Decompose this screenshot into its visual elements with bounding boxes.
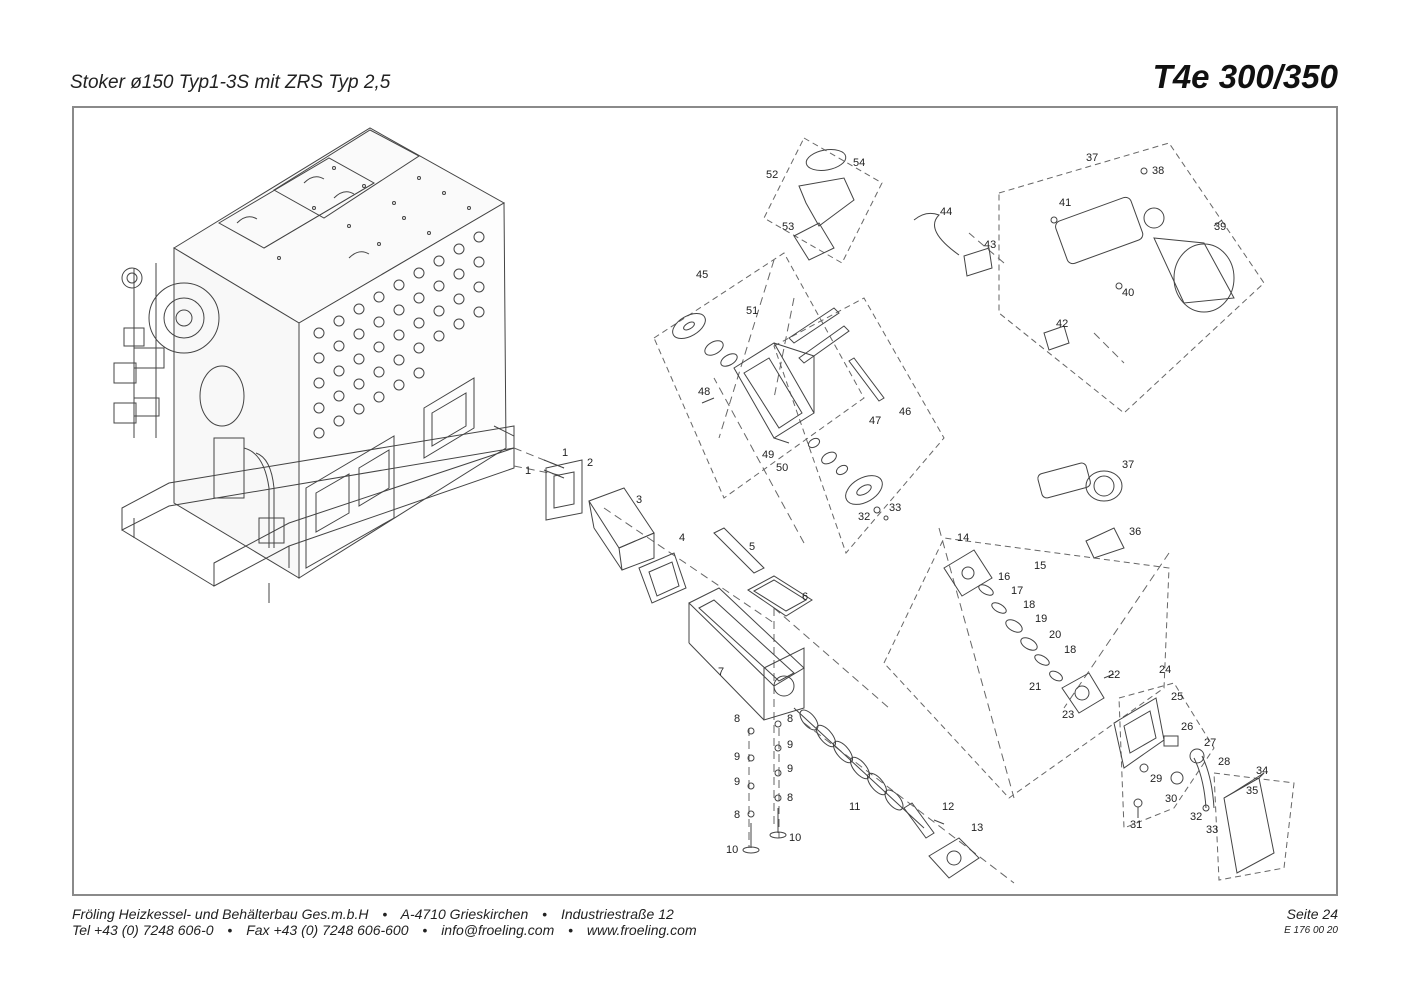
part-label: 33 bbox=[889, 502, 901, 514]
footer-web: www.froeling.com bbox=[586, 922, 697, 938]
model-title: T4e 300/350 bbox=[1152, 58, 1338, 95]
part-label: 3 bbox=[636, 494, 642, 506]
footer-email: info@froeling.com bbox=[441, 922, 555, 938]
part-label: 52 bbox=[766, 169, 778, 181]
part-label: 51 bbox=[746, 305, 758, 317]
part-label: 21 bbox=[1029, 681, 1041, 693]
part-label: 50 bbox=[776, 462, 788, 474]
part-label: 8 bbox=[734, 809, 740, 821]
part-label: 35 bbox=[1246, 785, 1258, 797]
part-label: 14 bbox=[957, 532, 969, 544]
part-label: 39 bbox=[1214, 221, 1226, 233]
part-label: 8 bbox=[787, 713, 793, 725]
document-code: E 176 00 20 bbox=[1284, 925, 1338, 936]
footer-contact-line: Tel +43 (0) 7248 606-0 • Fax +43 (0) 724… bbox=[72, 922, 697, 938]
part-label: 8 bbox=[734, 713, 740, 725]
part-label: 4 bbox=[679, 532, 685, 544]
exploded-view-drawing: 1123456788999988101011121314151617181920… bbox=[113, 127, 1295, 884]
part-label: 6 bbox=[802, 591, 808, 603]
part-label: 16 bbox=[998, 571, 1010, 583]
part-label: 49 bbox=[762, 449, 774, 461]
part-label: 10 bbox=[789, 832, 801, 844]
part-label: 38 bbox=[1152, 165, 1164, 177]
part-label: 15 bbox=[1034, 560, 1046, 572]
part-label: 37 bbox=[1122, 459, 1134, 471]
part-label: 33 bbox=[1206, 824, 1218, 836]
footer-tel: Tel +43 (0) 7248 606-0 bbox=[72, 922, 214, 938]
footer-bullet: • bbox=[422, 922, 428, 938]
part-label: 9 bbox=[787, 739, 793, 751]
part-label: 13 bbox=[971, 822, 983, 834]
part-label: 18 bbox=[1064, 644, 1076, 656]
footer-company: Fröling Heizkessel- und Behälterbau Ges.… bbox=[72, 906, 369, 922]
part-label: 19 bbox=[1035, 613, 1047, 625]
part-label: 43 bbox=[984, 239, 996, 251]
footer-bullet: • bbox=[382, 906, 388, 922]
part-label: 46 bbox=[899, 406, 911, 418]
part-label: 25 bbox=[1171, 691, 1183, 703]
footer-bullet: • bbox=[568, 922, 574, 938]
footer-bullet: • bbox=[227, 922, 233, 938]
part-label: 22 bbox=[1108, 669, 1120, 681]
page-number: Seite 24 bbox=[1286, 906, 1338, 922]
part-label: 5 bbox=[749, 541, 755, 553]
part-label: 17 bbox=[1011, 585, 1023, 597]
part-label: 11 bbox=[849, 801, 860, 813]
part-label: 32 bbox=[858, 511, 870, 523]
part-label: 18 bbox=[1023, 599, 1035, 611]
part-label: 10 bbox=[726, 844, 738, 856]
part-label: 20 bbox=[1049, 629, 1061, 641]
part-label: 41 bbox=[1059, 197, 1071, 209]
part-label: 48 bbox=[698, 386, 710, 398]
part-label: 12 bbox=[942, 801, 954, 813]
part-label: 23 bbox=[1062, 709, 1074, 721]
footer-fax: Fax +43 (0) 7248 606-600 bbox=[246, 922, 409, 938]
part-label: 37 bbox=[1086, 152, 1098, 164]
part-label: 54 bbox=[853, 157, 865, 169]
part-label: 32 bbox=[1190, 811, 1202, 823]
part-label: 26 bbox=[1181, 721, 1193, 733]
part-label: 8 bbox=[787, 792, 793, 804]
part-label: 45 bbox=[696, 269, 708, 281]
part-label: 24 bbox=[1159, 664, 1171, 676]
part-label: 1 bbox=[562, 447, 568, 459]
footer-street: Industriestraße 12 bbox=[560, 906, 674, 922]
boiler-assembly bbox=[113, 127, 515, 603]
footer-company-line: Fröling Heizkessel- und Behälterbau Ges.… bbox=[72, 906, 674, 922]
diagram-subtitle: Stoker ø150 Typ1-3S mit ZRS Typ 2,5 bbox=[70, 72, 391, 93]
part-label: 44 bbox=[940, 206, 952, 218]
footer-city: A-4710 Grieskirchen bbox=[400, 906, 529, 922]
part-label: 47 bbox=[869, 415, 881, 427]
part-label: 2 bbox=[587, 457, 593, 469]
part-label: 30 bbox=[1165, 793, 1177, 805]
part-label: 40 bbox=[1122, 287, 1134, 299]
part-label: 9 bbox=[787, 763, 793, 775]
part-label: 27 bbox=[1204, 737, 1216, 749]
part-label: 9 bbox=[734, 751, 740, 763]
part-label: 29 bbox=[1150, 773, 1162, 785]
part-label: 42 bbox=[1056, 318, 1068, 330]
part-label: 1 bbox=[525, 465, 531, 477]
part-label: 9 bbox=[734, 776, 740, 788]
part-label: 31 bbox=[1130, 819, 1142, 831]
part-label: 36 bbox=[1129, 526, 1141, 538]
part-label: 53 bbox=[782, 221, 794, 233]
part-label: 7 bbox=[718, 666, 724, 678]
part-label: 28 bbox=[1218, 756, 1230, 768]
footer-bullet: • bbox=[542, 906, 548, 922]
part-label: 34 bbox=[1256, 765, 1268, 777]
